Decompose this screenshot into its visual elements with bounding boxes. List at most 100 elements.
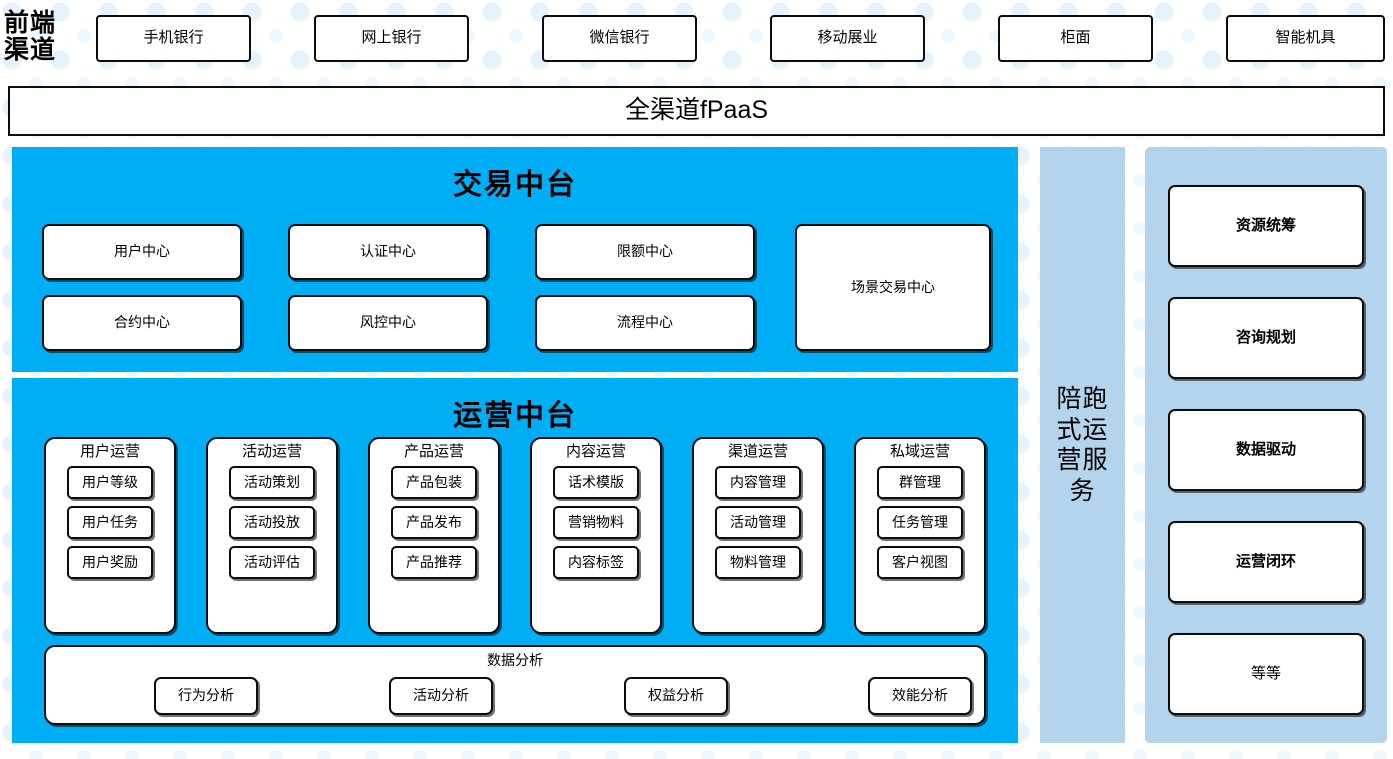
operation-column-private-domain: 私域运营群管理任务管理客户视图	[854, 437, 986, 634]
data-analysis-group: 数据分析 行为分析 活动分析 权益分析 效能分析	[44, 645, 986, 725]
operation-column-title: 用户运营	[79, 443, 140, 460]
operation-item-label: 内容标签	[568, 554, 624, 570]
channel-box-wechat-bank[interactable]: 微信银行	[542, 15, 697, 62]
channel-label: 柜面	[1060, 29, 1091, 47]
trade-box-label: 场景交易中心	[851, 278, 935, 295]
trade-box-label: 流程中心	[617, 314, 673, 331]
operation-column-title: 私域运营	[889, 443, 950, 460]
operation-item[interactable]: 活动管理	[715, 505, 801, 539]
trade-box-auth-center[interactable]: 认证中心	[288, 224, 488, 280]
trade-box-label: 限额中心	[617, 243, 673, 260]
operation-item-label: 任务管理	[892, 514, 948, 530]
channel-label: 网上银行	[361, 29, 422, 47]
capability-label: 咨询规划	[1235, 328, 1296, 346]
operation-item-label: 产品发布	[406, 514, 462, 530]
operation-item-label: 用户奖励	[82, 554, 138, 570]
channel-label: 智能机具	[1275, 29, 1336, 47]
operation-item-label: 产品推荐	[406, 554, 462, 570]
operation-item[interactable]: 物料管理	[715, 545, 801, 579]
operation-column-user: 用户运营用户等级用户任务用户奖励	[44, 437, 176, 634]
capability-box-etc[interactable]: 等等	[1168, 633, 1364, 715]
capability-box-resource-coordination[interactable]: 资源统筹	[1168, 185, 1364, 267]
operation-item[interactable]: 活动评估	[229, 545, 315, 579]
channel-label: 移动展业	[817, 29, 878, 47]
data-analysis-title: 数据分析	[487, 652, 543, 668]
capability-box-consulting-planning[interactable]: 咨询规划	[1168, 297, 1364, 379]
operation-column-title: 渠道运营	[727, 443, 788, 460]
operation-item[interactable]: 话术模版	[553, 465, 639, 499]
channel-box-smart-machine[interactable]: 智能机具	[1226, 15, 1385, 62]
trade-box-process-center[interactable]: 流程中心	[535, 295, 755, 351]
trade-box-contract-center[interactable]: 合约中心	[42, 295, 242, 351]
operation-column-title: 产品运营	[403, 443, 464, 460]
trade-box-user-center[interactable]: 用户中心	[42, 224, 242, 280]
operation-column-product: 产品运营产品包装产品发布产品推荐	[368, 437, 500, 634]
operation-item-label: 话术模版	[568, 474, 624, 490]
trade-box-limit-center[interactable]: 限额中心	[535, 224, 755, 280]
operation-column-title: 内容运营	[565, 443, 626, 460]
operation-item-label: 活动管理	[730, 514, 786, 530]
operation-column-content: 内容运营话术模版营销物料内容标签	[530, 437, 662, 634]
operation-column-channel: 渠道运营内容管理活动管理物料管理	[692, 437, 824, 634]
channel-label: 微信银行	[589, 29, 650, 47]
analysis-item-behavior[interactable]: 行为分析	[154, 677, 258, 715]
front-channel-label: 前端 渠道	[4, 10, 57, 64]
operation-item[interactable]: 内容标签	[553, 545, 639, 579]
operation-column-activity: 活动运营活动策划活动投放活动评估	[206, 437, 338, 634]
operation-item-label: 营销物料	[568, 514, 624, 530]
operation-item-label: 群管理	[899, 474, 941, 490]
operation-item[interactable]: 用户任务	[67, 505, 153, 539]
capability-label: 资源统筹	[1235, 216, 1296, 234]
operation-item[interactable]: 用户奖励	[67, 545, 153, 579]
analysis-item-efficiency[interactable]: 效能分析	[868, 677, 972, 715]
trade-box-scene-transaction-center[interactable]: 场景交易中心	[795, 224, 991, 351]
operation-item[interactable]: 活动策划	[229, 465, 315, 499]
operation-item[interactable]: 群管理	[877, 465, 963, 499]
capability-label: 运营闭环	[1235, 552, 1296, 570]
analysis-item-benefit[interactable]: 权益分析	[624, 677, 728, 715]
trade-box-label: 合约中心	[114, 314, 170, 331]
accompanying-service-label: 陪跑 式运 营服 务	[1056, 385, 1109, 505]
trade-box-risk-center[interactable]: 风控中心	[288, 295, 488, 351]
trade-box-label: 认证中心	[360, 243, 416, 260]
fpaas-label: 全渠道fPaaS	[624, 96, 769, 125]
analysis-item-label: 行为分析	[178, 687, 234, 704]
channel-box-counter[interactable]: 柜面	[998, 15, 1153, 62]
channel-box-mobile-business[interactable]: 移动展业	[770, 15, 925, 62]
operation-item[interactable]: 客户视图	[877, 545, 963, 579]
trade-center-title: 交易中台	[452, 169, 577, 201]
operation-column-title: 活动运营	[241, 443, 302, 460]
capability-box-data-driven[interactable]: 数据驱动	[1168, 409, 1364, 491]
operation-item[interactable]: 任务管理	[877, 505, 963, 539]
operation-item-label: 活动策划	[244, 474, 300, 490]
operation-center-title: 运营中台	[452, 400, 577, 432]
operation-item[interactable]: 产品推荐	[391, 545, 477, 579]
operation-item[interactable]: 营销物料	[553, 505, 639, 539]
analysis-item-label: 活动分析	[413, 687, 469, 704]
operation-item-label: 物料管理	[730, 554, 786, 570]
operation-item[interactable]: 产品包装	[391, 465, 477, 499]
operation-item-label: 活动评估	[244, 554, 300, 570]
operation-item-label: 活动投放	[244, 514, 300, 530]
operation-item[interactable]: 产品发布	[391, 505, 477, 539]
capability-label: 等等	[1250, 664, 1281, 682]
trade-box-label: 用户中心	[114, 243, 170, 260]
operation-item[interactable]: 活动投放	[229, 505, 315, 539]
fpaas-bar: 全渠道fPaaS	[8, 86, 1385, 136]
capability-label: 数据驱动	[1235, 440, 1296, 458]
capability-box-operation-closed-loop[interactable]: 运营闭环	[1168, 521, 1364, 603]
operation-item-label: 用户等级	[82, 474, 138, 490]
channel-box-mobile-bank[interactable]: 手机银行	[96, 15, 251, 62]
analysis-item-activity[interactable]: 活动分析	[389, 677, 493, 715]
analysis-item-label: 权益分析	[648, 687, 704, 704]
accompanying-service-column: 陪跑 式运 营服 务	[1040, 147, 1125, 743]
operation-item-label: 用户任务	[82, 514, 138, 530]
operation-item[interactable]: 内容管理	[715, 465, 801, 499]
operation-item-label: 内容管理	[730, 474, 786, 490]
channel-box-online-bank[interactable]: 网上银行	[314, 15, 469, 62]
operation-item-label: 客户视图	[892, 554, 948, 570]
operation-item[interactable]: 用户等级	[67, 465, 153, 499]
operation-item-label: 产品包装	[406, 474, 462, 490]
trade-box-label: 风控中心	[360, 314, 416, 331]
